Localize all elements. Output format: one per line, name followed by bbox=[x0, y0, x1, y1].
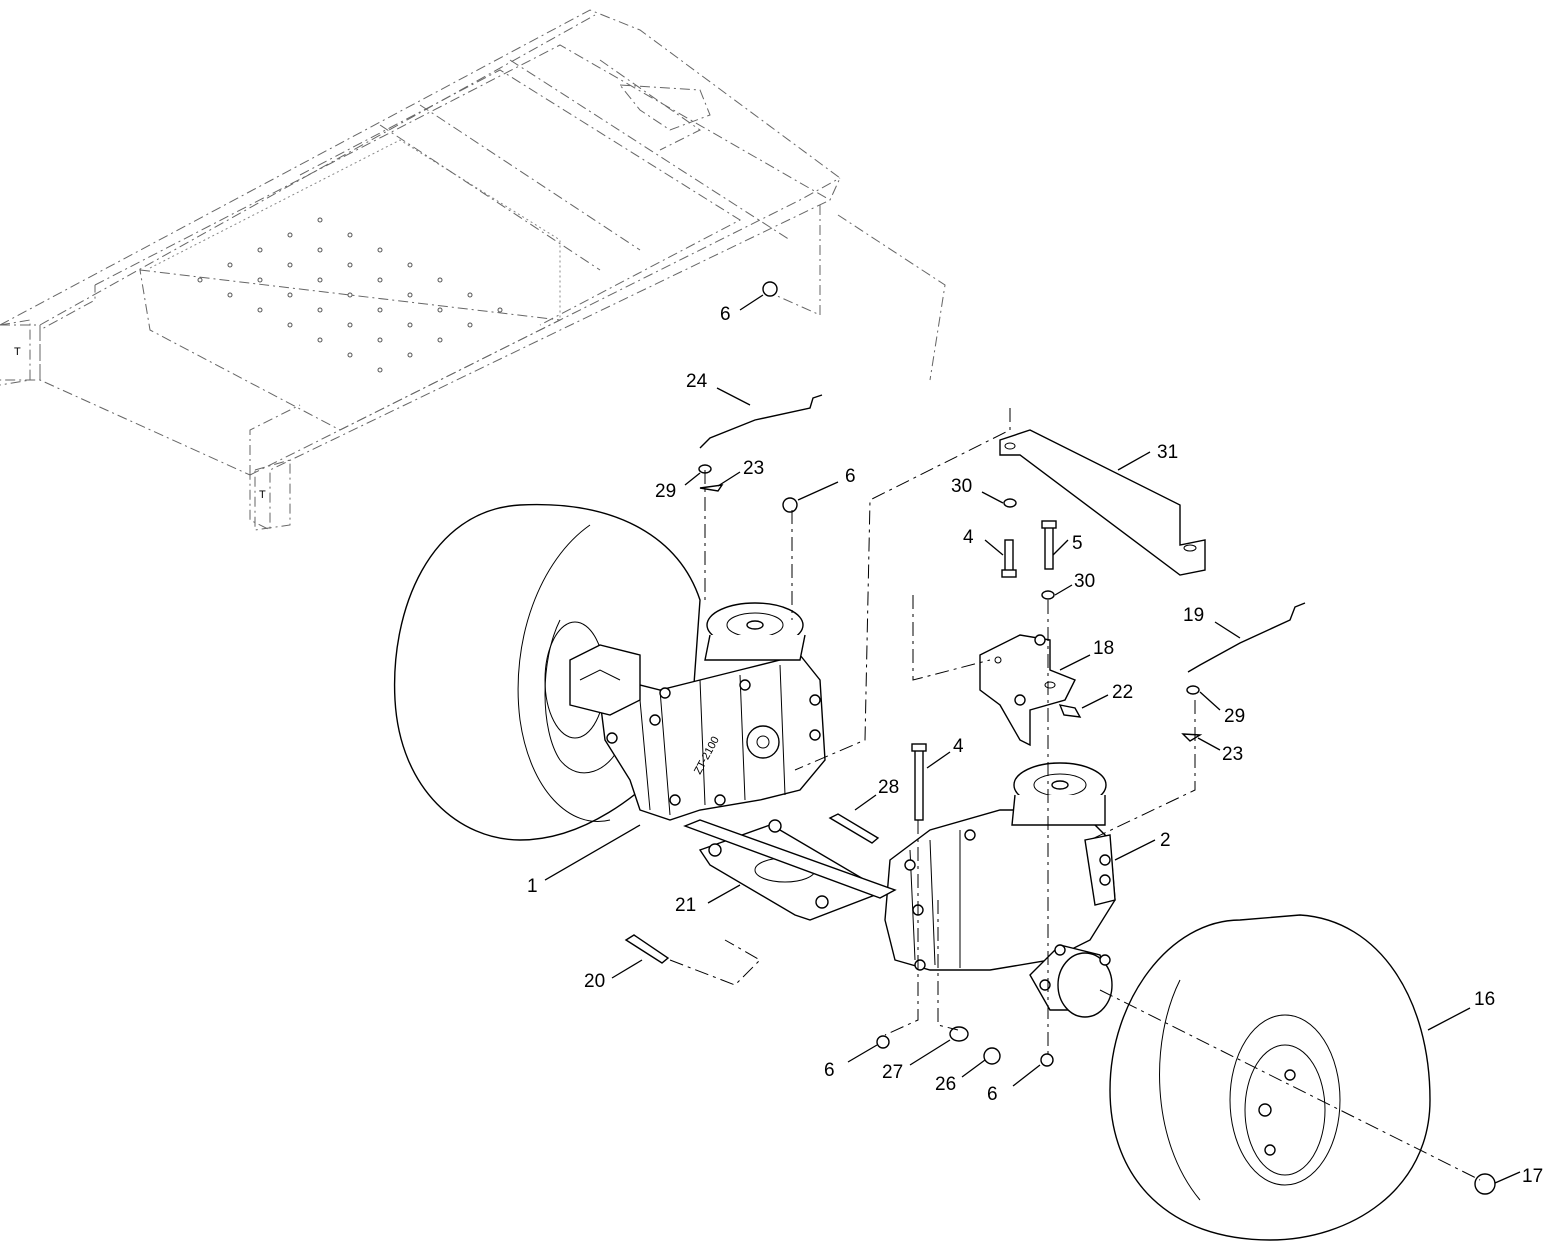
callout-29-left: 29 bbox=[655, 481, 676, 502]
callout-2: 2 bbox=[1160, 830, 1171, 851]
callout-23-right: 23 bbox=[1222, 744, 1243, 765]
control-rod-24 bbox=[699, 394, 823, 449]
callout-28: 28 bbox=[878, 777, 899, 798]
callout-27: 27 bbox=[882, 1062, 903, 1083]
frame-marking-left: T bbox=[14, 346, 21, 358]
callout-26: 26 bbox=[935, 1074, 956, 1095]
frame-marking-right: T bbox=[259, 489, 266, 501]
hardware bbox=[624, 281, 1496, 1195]
callout-23-left: 23 bbox=[743, 458, 764, 479]
callout-6-mid: 6 bbox=[845, 466, 856, 487]
callout-29-right: 29 bbox=[1224, 706, 1245, 727]
left-transmission: ZT-2100 bbox=[569, 602, 826, 821]
bracket-18 bbox=[979, 634, 1076, 747]
callout-20: 20 bbox=[584, 971, 605, 992]
callout-18: 18 bbox=[1093, 638, 1114, 659]
right-transmission bbox=[884, 762, 1116, 1018]
callout-6-bottom-right: 6 bbox=[987, 1084, 998, 1105]
callout-19: 19 bbox=[1183, 605, 1204, 626]
frame-plate-holes bbox=[197, 217, 503, 373]
pivot-bracket-21 bbox=[683, 819, 897, 921]
control-rod-19 bbox=[1187, 602, 1306, 673]
callout-31: 31 bbox=[1157, 442, 1178, 463]
chassis-frame-phantom: T T bbox=[0, 9, 946, 531]
callout-4-upper: 4 bbox=[963, 527, 974, 548]
callout-17: 17 bbox=[1522, 1166, 1543, 1187]
callout-21: 21 bbox=[675, 895, 696, 916]
callout-4-lower: 4 bbox=[953, 736, 964, 757]
callout-24: 24 bbox=[686, 371, 708, 392]
right-rear-tire bbox=[1109, 914, 1431, 1241]
callout-5: 5 bbox=[1072, 533, 1083, 554]
callout-30-lower: 30 bbox=[1074, 571, 1095, 592]
callout-22: 22 bbox=[1112, 682, 1133, 703]
callout-labels: 1 2 4 4 5 6 6 6 6 16 17 18 19 20 21 22 2… bbox=[527, 304, 1543, 1187]
callout-leaders bbox=[544, 294, 1521, 1184]
callout-1: 1 bbox=[527, 876, 538, 897]
callout-16: 16 bbox=[1474, 989, 1495, 1010]
callout-6-top: 6 bbox=[720, 304, 731, 325]
callout-6-bottom-left: 6 bbox=[824, 1060, 835, 1081]
bracket-31 bbox=[999, 429, 1206, 576]
callout-30-upper: 30 bbox=[951, 476, 972, 497]
assembly-centerlines bbox=[669, 408, 1481, 1181]
